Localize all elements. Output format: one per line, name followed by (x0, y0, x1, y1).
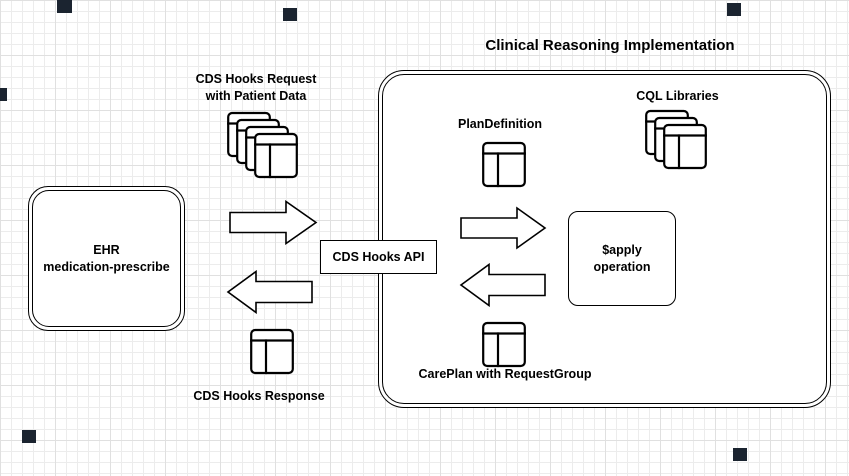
response-arrow-left[interactable] (226, 270, 314, 314)
cds-response-label: CDS Hooks Response (176, 388, 342, 405)
clinical-reasoning-title: Clinical Reasoning Implementation (420, 37, 800, 54)
canvas-marker (0, 88, 7, 101)
apply-operation-label: $apply operation (569, 212, 675, 305)
apply-input-arrow-right[interactable] (459, 206, 547, 250)
document-icon (250, 328, 294, 375)
careplan-document[interactable] (481, 316, 527, 368)
request-documents-stack[interactable] (226, 106, 302, 184)
cql-libraries-label: CQL Libraries (615, 88, 740, 105)
cds-hooks-api-label: CDS Hooks API (332, 250, 425, 264)
ehr-node-label: EHR medication-prescribe (29, 187, 184, 330)
cds-request-label-line2: with Patient Data (205, 89, 307, 103)
clinical-reasoning-container[interactable] (378, 70, 831, 408)
document-icon (254, 132, 298, 179)
cds-response-label-text: CDS Hooks Response (193, 389, 325, 403)
document-icon (663, 123, 707, 170)
careplan-label-text: CarePlan with RequestGroup (418, 367, 592, 381)
apply-label-line1: $apply (602, 242, 642, 257)
apply-output-arrow-left[interactable] (459, 263, 547, 307)
cds-hooks-api-node[interactable]: CDS Hooks API (320, 240, 437, 274)
ehr-node-inner-border (32, 190, 181, 327)
document-icon (482, 321, 526, 368)
canvas-marker (22, 430, 36, 443)
request-arrow-right[interactable] (228, 200, 318, 245)
arrow-shape (229, 200, 318, 245)
response-document[interactable] (249, 323, 295, 375)
document-icon (482, 141, 526, 188)
apply-operation-node[interactable]: $apply operation (568, 211, 676, 306)
careplan-label: CarePlan with RequestGroup (410, 366, 600, 383)
plan-definition-document[interactable] (481, 136, 527, 188)
canvas-marker (727, 3, 741, 16)
cql-libraries-stack[interactable] (644, 104, 710, 172)
ehr-label-line1: EHR (93, 242, 120, 257)
canvas-marker (57, 0, 72, 13)
plan-definition-label: PlanDefinition (440, 116, 560, 133)
ehr-label-line2: medication-prescribe (43, 259, 170, 274)
arrow-shape (459, 263, 546, 307)
clinical-reasoning-title-text: Clinical Reasoning Implementation (485, 37, 735, 54)
arrow-shape (460, 206, 547, 250)
apply-label-line2: operation (593, 259, 651, 274)
plan-definition-label-text: PlanDefinition (457, 117, 543, 131)
canvas-marker (283, 8, 297, 21)
clinical-reasoning-inner-border (382, 74, 827, 404)
cds-request-label: CDS Hooks Request with Patient Data (176, 71, 336, 105)
cql-libraries-label-text: CQL Libraries (636, 89, 719, 103)
arrow-shape (226, 270, 313, 314)
ehr-node[interactable]: EHR medication-prescribe (28, 186, 185, 331)
canvas-marker (733, 448, 747, 461)
cds-request-label-line1: CDS Hooks Request (195, 72, 317, 86)
